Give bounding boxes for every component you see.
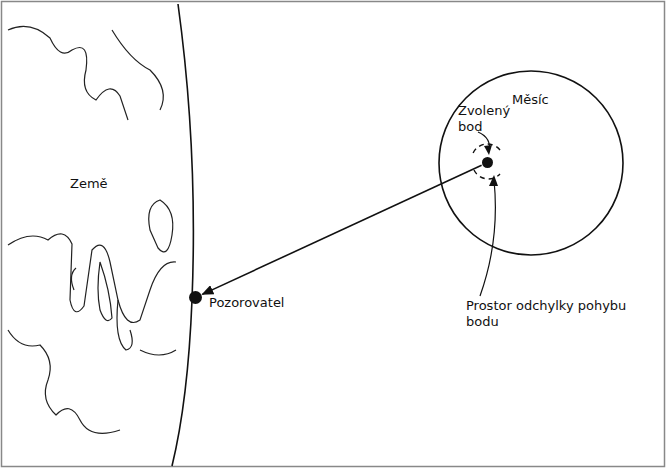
earth-region: Země: [0, 0, 186, 468]
point-dot: [189, 291, 202, 304]
leader-head: [489, 175, 498, 186]
moon-circle: MěsícZvolený bod: [438, 70, 624, 256]
node-label: Země: [70, 176, 108, 192]
observer-point: Pozorovatel: [189, 291, 202, 304]
deviation-space: [472, 144, 500, 156]
earth-limb: [172, 4, 193, 466]
node-label: Pozorovatel: [209, 295, 285, 311]
continent-outlines: [8, 26, 176, 433]
leader-line: [480, 180, 495, 296]
node-label: Zvolený bod: [458, 103, 520, 136]
chosen-point: Zvolený bod: [482, 157, 493, 168]
sight-line-arrow: [202, 165, 481, 294]
point-dot: [482, 157, 493, 168]
callout-label: Prostor odchylky pohybu bodu: [466, 298, 646, 331]
deviation-space: [474, 170, 500, 179]
node-label: Měsíc: [512, 92, 549, 108]
leader-head: [484, 145, 492, 155]
